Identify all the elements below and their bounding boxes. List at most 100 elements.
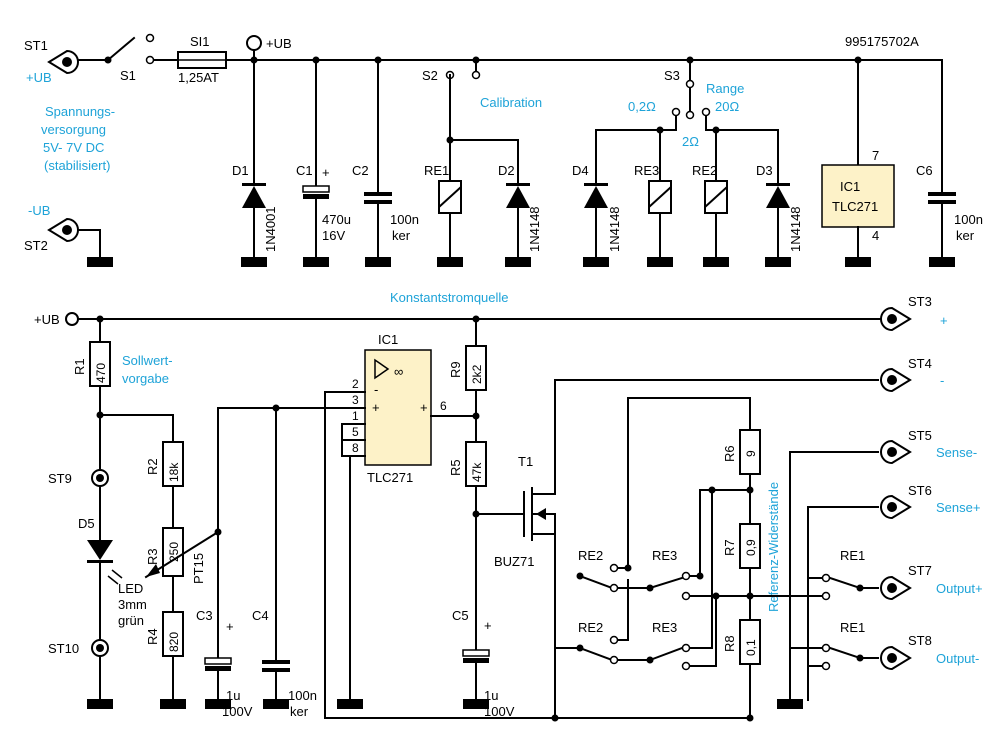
current-source-section: Konstantstromquelle +UB ST3 + 470 R1 Sol… <box>34 290 983 722</box>
st8-terminal <box>880 646 911 670</box>
d1-type: 1N4001 <box>263 206 278 252</box>
st9-test-point <box>91 469 109 487</box>
ic1-supply-block <box>821 164 895 228</box>
st10-test-point <box>91 639 109 657</box>
st4-label: ST4 <box>908 356 932 371</box>
c6-capacitor <box>928 192 956 204</box>
ic1-pin3: 3 <box>352 393 359 407</box>
ic1-pin8: 8 <box>352 441 359 455</box>
c4-label: C4 <box>252 608 269 623</box>
c6-value-2: ker <box>956 228 975 243</box>
d5-label: D5 <box>78 516 95 531</box>
r7-value: 0,9 <box>744 539 758 556</box>
re1-upper-label: RE1 <box>840 548 865 563</box>
re1-coil <box>438 180 462 214</box>
t1-type: BUZ71 <box>494 554 534 569</box>
s3-label: S3 <box>664 68 680 83</box>
r9-value: 2k2 <box>470 364 484 384</box>
c3-value-1: 1u <box>226 688 240 703</box>
r4-value: 820 <box>167 632 181 652</box>
st10-label: ST10 <box>48 641 79 656</box>
re2-coil <box>704 180 728 214</box>
re3-upper-label: RE3 <box>652 548 677 563</box>
r2-value: 18k <box>167 462 181 482</box>
st4-polarity: - <box>940 373 944 388</box>
supply-text-2: versorgung <box>41 122 106 137</box>
svg-text:∞: ∞ <box>394 364 403 379</box>
c3-label: C3 <box>196 608 213 623</box>
range-02-label: 0,2Ω <box>628 99 656 114</box>
c5-label: C5 <box>452 608 469 623</box>
st3-label: ST3 <box>908 294 932 309</box>
d1-diode <box>242 183 266 208</box>
ic1-pin7: 7 <box>872 148 879 163</box>
document-id: 995175702A <box>845 34 919 49</box>
ic1-type: TLC271 <box>367 470 413 485</box>
c4-value-2: ker <box>290 704 309 719</box>
c5-capacitor <box>462 649 490 664</box>
svg-text:+: + <box>322 165 330 180</box>
led-text-2: 3mm <box>118 597 147 612</box>
st2-terminal <box>48 218 79 242</box>
r6-value: 9 <box>744 450 758 457</box>
ic1-minus: - <box>374 382 378 397</box>
d3-label: D3 <box>756 163 773 178</box>
re2-lower-label: RE2 <box>578 620 603 635</box>
re3-coil <box>648 180 672 214</box>
range-20-label: 20Ω <box>715 99 739 114</box>
c6-value-1: 100n <box>954 212 983 227</box>
ic1-label: IC1 <box>378 332 398 347</box>
reference-resistors-label: Referenz-Widerstände <box>766 482 781 612</box>
si1-label: SI1 <box>190 34 210 49</box>
ub-rail-label: +UB <box>34 312 60 327</box>
c1-value-1: 470u <box>322 212 351 227</box>
si1-value: 1,25AT <box>178 70 219 85</box>
setpoint-text-2: vorgabe <box>122 371 169 386</box>
ic1-pin6: 6 <box>440 399 447 413</box>
c2-value-2: ker <box>392 228 411 243</box>
r8-label: R8 <box>722 635 737 652</box>
st5-description: Sense- <box>936 445 977 460</box>
d2-diode <box>506 183 530 208</box>
ic1-plus: + <box>372 400 380 415</box>
c5-value-1: 1u <box>484 688 498 703</box>
s1-label: S1 <box>120 68 136 83</box>
led-text-1: LED <box>118 581 143 596</box>
r9-label: R9 <box>448 361 463 378</box>
c1-label: C1 <box>296 163 313 178</box>
ub-plus-label: +UB <box>26 70 52 85</box>
supply-text-1: Spannungs- <box>45 104 115 119</box>
d1-label: D1 <box>232 163 249 178</box>
d4-type: 1N4148 <box>607 206 622 252</box>
r8-value: 0,1 <box>744 639 758 656</box>
st7-terminal <box>880 576 911 600</box>
st8-label: ST8 <box>908 633 932 648</box>
st3-terminal <box>880 307 911 331</box>
re1-label: RE1 <box>424 163 449 178</box>
ub-node-label: +UB <box>266 36 292 51</box>
s2-label: S2 <box>422 68 438 83</box>
range-label: Range <box>706 81 744 96</box>
d3-diode <box>766 183 790 208</box>
c4-capacitor <box>262 660 290 672</box>
supply-text-3: 5V- 7V DC <box>43 140 104 155</box>
c5-value-2: 100V <box>484 704 515 719</box>
c3-value-2: 100V <box>222 704 253 719</box>
ub-test-point <box>246 35 262 51</box>
r5-value: 47k <box>470 462 484 482</box>
c2-label: C2 <box>352 163 369 178</box>
r7-label: R7 <box>722 539 737 556</box>
st3-polarity: + <box>940 313 948 328</box>
st7-label: ST7 <box>908 563 932 578</box>
r2-label: R2 <box>145 458 160 475</box>
d2-type: 1N4148 <box>527 206 542 252</box>
c4-value-1: 100n <box>288 688 317 703</box>
re1-lower-label: RE1 <box>840 620 865 635</box>
r1-value: 470 <box>94 363 108 383</box>
st8-description: Output- <box>936 651 979 666</box>
d4-diode <box>584 183 608 208</box>
c2-capacitor <box>364 192 392 204</box>
s1-switch-lever <box>106 36 136 62</box>
st1-terminal <box>48 50 79 74</box>
led-text-3: grün <box>118 613 144 628</box>
